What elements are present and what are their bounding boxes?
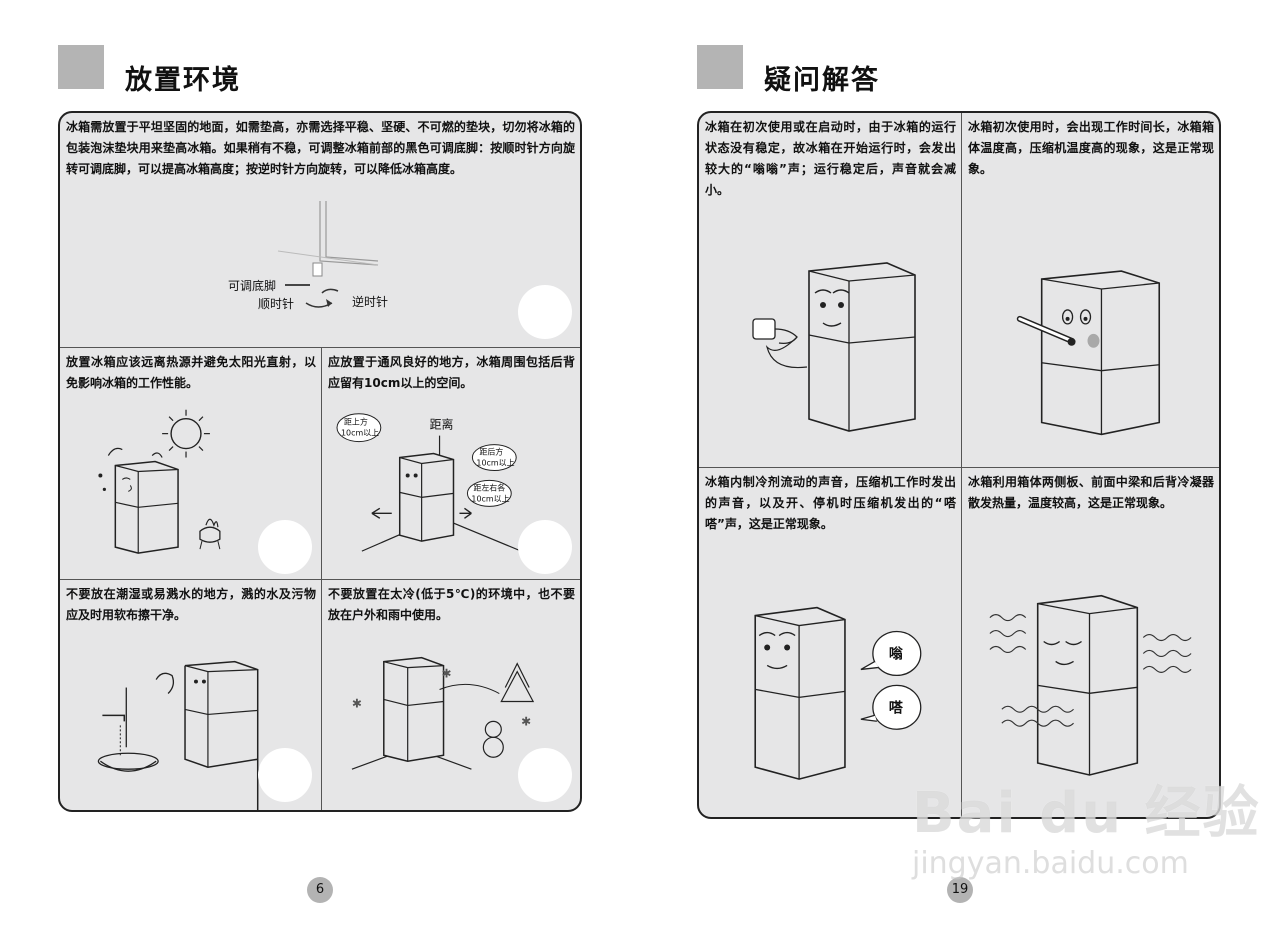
ventilation-text: 应放置于通风良好的地方，冰箱周围包括后背应留有10cm以上的空间。 [328,355,575,390]
placement-floor-text: 冰箱需放置于平坦坚固的地面，如需垫高，亦需选择平稳、坚硬、不可燃的垫块，切勿将冰… [66,120,575,176]
decor-circle [258,748,312,802]
cold-environment-cell: 不要放置在太冷(低于5℃)的环境中，也不要放在户外和雨中使用。 ✱ ✱ ✱ [321,579,580,810]
refrigerant-sound-text: 冰箱内制冷剂流动的声音，压缩机工作时发出的声音，以及开、停机时压缩机发出的“嗒嗒… [705,475,956,531]
heat-source-text: 放置冰箱应该远离热源并避免太阳光直射，以免影响冰箱的工作性能。 [66,355,316,390]
heat-dissipation-text: 冰箱利用箱体两侧板、前面中梁和后背冷凝器散发热量，温度较高，这是正常现象。 [968,475,1214,510]
svg-text:✱: ✱ [442,667,452,681]
baidu-watermark-url: jingyan.baidu.com [912,846,1189,881]
left-page-number: 6 [307,877,333,903]
placement-floor-cell: 冰箱需放置于平坦坚固的地面，如需垫高，亦需选择平稳、坚硬、不可燃的垫块，切勿将冰… [60,113,580,347]
decor-circle [518,748,572,802]
ventilation-cell: 应放置于通风良好的地方，冰箱周围包括后背应留有10cm以上的空间。 距离 距上方… [321,347,580,579]
heat-dissipation-cell: 冰箱利用箱体两侧板、前面中梁和后背冷凝器散发热量，温度较高，这是正常现象。 [961,467,1219,817]
speech-bubble-hum: 嗡 [889,645,904,662]
top-clearance-label: 距上方 [344,417,368,427]
svg-text:✱: ✱ [352,696,362,710]
right-page-title: 疑问解答 [764,65,880,96]
side-clearance-value: 10cm以上 [471,494,509,503]
counterclockwise-label: 逆时针 [352,294,388,309]
fridge-heat-waves-illustration [989,594,1192,776]
right-header-block [697,45,743,89]
long-runtime-text: 冰箱初次使用时，会出现工作时间长，冰箱箱体温度高，压缩机温度高的现象，这是正常现… [968,120,1214,176]
startup-noise-cell: 冰箱在初次使用或在启动时，由于冰箱的运行状态没有稳定，故冰箱在开始运行时，会发出… [699,113,961,467]
back-clearance-value: 10cm以上 [476,458,514,467]
side-clearance-label: 距左右各 [473,482,505,492]
right-content-panel: 冰箱在初次使用或在启动时，由于冰箱的运行状态没有稳定，故冰箱在开始运行时，会发出… [697,111,1221,819]
svg-text:✱: ✱ [521,714,531,728]
long-runtime-cell: 冰箱初次使用时，会出现工作时间长，冰箱箱体温度高，压缩机温度高的现象，这是正常现… [961,113,1219,467]
decor-circle [258,520,312,574]
left-header-block [58,45,104,89]
top-clearance-value: 10cm以上 [341,429,379,438]
humidity-text: 不要放在潮湿或易溅水的地方，溅的水及污物应及时用软布擦干净。 [66,587,316,622]
baidu-watermark: Bai du 经验 [912,781,1261,846]
adjustable-foot-label: 可调底脚 [228,278,276,293]
left-content-panel: 冰箱需放置于平坦坚固的地面，如需垫高，亦需选择平稳、坚硬、不可燃的垫块，切勿将冰… [58,111,582,812]
startup-noise-text: 冰箱在初次使用或在启动时，由于冰箱的运行状态没有稳定，故冰箱在开始运行时，会发出… [705,120,956,197]
cold-environment-text: 不要放置在太冷(低于5℃)的环境中，也不要放在户外和雨中使用。 [328,587,575,622]
decor-circle [518,520,572,574]
clockwise-label: 顺时针 [258,296,294,311]
speech-bubble-click: 嗒 [889,699,904,716]
heat-source-cell: 放置冰箱应该远离热源并避免太阳光直射，以免影响冰箱的工作性能。 [60,347,321,579]
humidity-cell: 不要放在潮湿或易溅水的地方，溅的水及污物应及时用软布擦干净。 [60,579,321,810]
back-clearance-label: 距后方 [479,447,503,457]
distance-label: 距离 [430,417,454,432]
right-page-number: 19 [947,877,973,903]
decor-circle [518,285,572,339]
left-page-title: 放置环境 [125,65,241,96]
refrigerant-sound-cell: 冰箱内制冷剂流动的声音，压缩机工作时发出的声音，以及开、停机时压缩机发出的“嗒嗒… [699,467,961,817]
